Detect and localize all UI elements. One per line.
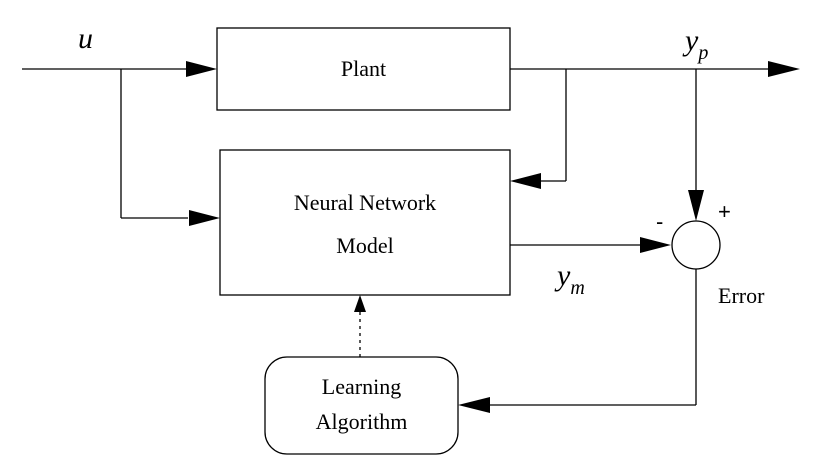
- arrow-plant-output: [768, 61, 800, 77]
- learning-label-line1: Learning: [322, 374, 401, 399]
- arrow-adaptation: [354, 295, 366, 312]
- learning-label-line2: Algorithm: [316, 409, 408, 434]
- error-label: Error: [718, 283, 765, 308]
- arrow-into-sum-top: [688, 190, 704, 221]
- plant-output-base: y: [682, 24, 699, 57]
- arrow-into-model: [189, 210, 220, 226]
- sum-minus-sign: -: [656, 209, 663, 234]
- plant-label: Plant: [341, 56, 386, 81]
- learning-algorithm-block: [264, 356, 459, 455]
- plant-block: [216, 27, 511, 111]
- summing-junction: [671, 220, 721, 270]
- model-output-subscript: m: [570, 277, 584, 299]
- sum-plus-sign: +: [718, 199, 731, 224]
- input-label-u: u: [78, 22, 93, 55]
- arrow-into-learning: [458, 397, 490, 413]
- nn-model-label-line1: Neural Network: [294, 190, 436, 215]
- plant-output-subscript: p: [696, 42, 708, 64]
- arrow-into-plant: [186, 61, 217, 77]
- model-output-label: ym: [554, 259, 585, 299]
- model-output-base: y: [554, 259, 571, 292]
- nn-model-label-line2: Model: [336, 233, 393, 258]
- arrow-into-sum-left: [640, 237, 671, 253]
- arrow-plant-into-model: [510, 173, 541, 189]
- plant-output-label: yp: [682, 24, 708, 64]
- nn-model-block: [219, 149, 511, 296]
